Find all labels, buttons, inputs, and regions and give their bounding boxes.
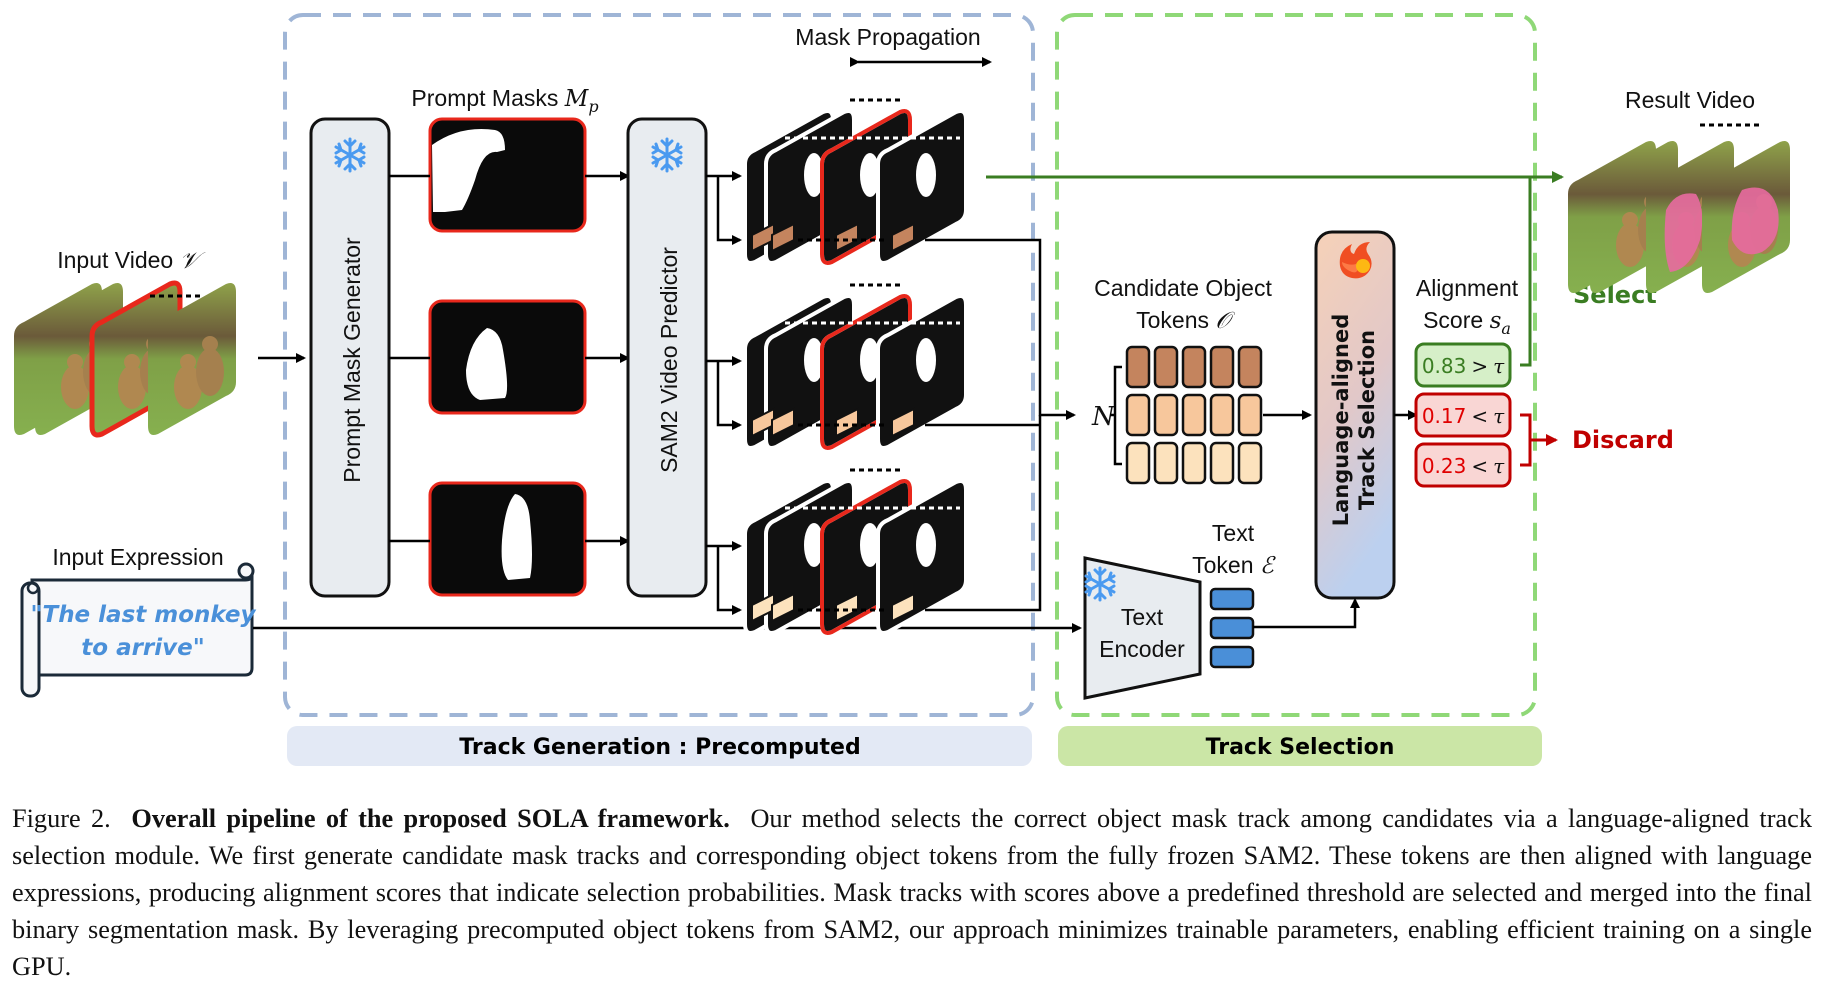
object-token: [1153, 345, 1179, 389]
candidate-tokens-label-line1: Candidate Object: [1094, 275, 1272, 301]
lats-label-line1: Language-aligned: [1329, 314, 1353, 526]
alignment-score-label-line2: Score sa: [1423, 307, 1511, 338]
score-value: 0.17: [1422, 404, 1467, 428]
text-token-label-line1: Text: [1212, 520, 1255, 546]
object-token: [1209, 441, 1235, 485]
flame-icon: [1339, 242, 1372, 279]
mask-tracks: [706, 98, 1076, 635]
object-token: [1237, 441, 1263, 485]
select-connector: [1520, 177, 1532, 367]
figure-caption: Figure 2. Overall pipeline of the propos…: [12, 800, 1812, 985]
text-token-to-selection-arrow: [1253, 598, 1360, 629]
n-bracket: [1110, 365, 1122, 466]
pipeline-diagram: Track Generation : Precomputed Track Sel…: [14, 13, 1790, 766]
mask-propagation-label: Mask Propagation: [795, 24, 980, 50]
tracks-to-tokens-arrow: [925, 238, 1076, 420]
caption-figure-label: Figure 2.: [12, 804, 111, 833]
track-selection-label: Track Selection: [1206, 735, 1395, 760]
sam2-video-predictor-label: SAM2 Video Predictor: [656, 247, 682, 473]
object-token: [1153, 393, 1179, 437]
object-token: [1125, 393, 1151, 437]
prompt-masks-label: Prompt Masks Mp: [411, 85, 598, 116]
track-generation-band: [287, 726, 1032, 766]
prompt-mask-generator-label: Prompt Mask Generator: [339, 237, 365, 483]
object-token: [1181, 441, 1207, 485]
expression-text-line1: "The last monkey: [31, 602, 257, 628]
object-token: [1181, 345, 1207, 389]
prompt-mask-1: [428, 117, 587, 233]
svg-text:0.17 < τ: 0.17 < τ: [1422, 404, 1505, 428]
object-token: [1181, 393, 1207, 437]
score-discard-2: 0.23 < τ: [1414, 442, 1512, 488]
text-tokens: [1209, 587, 1255, 669]
object-token: [1237, 393, 1263, 437]
track-generation-label: Track Generation : Precomputed: [459, 735, 860, 760]
mask-track-3: [706, 468, 968, 635]
object-token: [1209, 345, 1235, 389]
track-selection-band: [1058, 726, 1542, 766]
score-value: 0.83: [1422, 354, 1467, 378]
prompt-mask-2: [428, 299, 587, 415]
sam2-video-predictor-block: [626, 117, 708, 598]
svg-text:0.83 > τ: 0.83 > τ: [1422, 354, 1505, 378]
object-token: [1237, 345, 1263, 389]
caption-body: Our method selects the correct object ma…: [12, 804, 1812, 981]
generator-to-masks-lines: [389, 171, 630, 546]
expression-text-line2: to arrive": [81, 635, 204, 661]
track-generation-region: [283, 13, 1035, 717]
result-video-frames: [1568, 123, 1790, 293]
alignment-score-label-line1: Alignment: [1416, 275, 1519, 301]
score-value: 0.23: [1422, 454, 1467, 478]
caption-title: Overall pipeline of the proposed SOLA fr…: [131, 804, 730, 833]
text-encoder-label-line1: Text: [1121, 604, 1164, 630]
object-token: [1125, 441, 1151, 485]
candidate-tokens-label-line2: Tokens 𝒪: [1136, 307, 1235, 334]
score-select: 0.83 > τ: [1414, 342, 1512, 388]
score-discard-1: 0.17 < τ: [1414, 392, 1512, 438]
input-video-label: Input Video 𝒱: [57, 247, 206, 274]
text-encoder-label-line2: Encoder: [1099, 636, 1185, 662]
track-selection-region: [1055, 13, 1537, 717]
input-video-frames: [14, 280, 236, 438]
text-token-label-line2: Token ℰ: [1192, 552, 1276, 579]
input-expression-label: Input Expression: [52, 544, 223, 570]
discard-bracket: [1520, 413, 1556, 467]
object-token: [1209, 393, 1235, 437]
lats-label-line2: Track Selection: [1355, 330, 1379, 510]
object-token: [1153, 441, 1179, 485]
discard-label: Discard: [1572, 426, 1674, 454]
expression-scroll: [20, 562, 255, 698]
object-token: [1125, 345, 1151, 389]
result-video-label: Result Video: [1625, 87, 1755, 113]
mask-track-2: [706, 283, 968, 450]
n-symbol: N: [1091, 402, 1116, 432]
candidate-token-grid: [1125, 345, 1263, 485]
mask-track-1: [706, 98, 968, 265]
svg-text:0.23 < τ: 0.23 < τ: [1422, 454, 1505, 478]
prompt-mask-3: [428, 481, 587, 597]
